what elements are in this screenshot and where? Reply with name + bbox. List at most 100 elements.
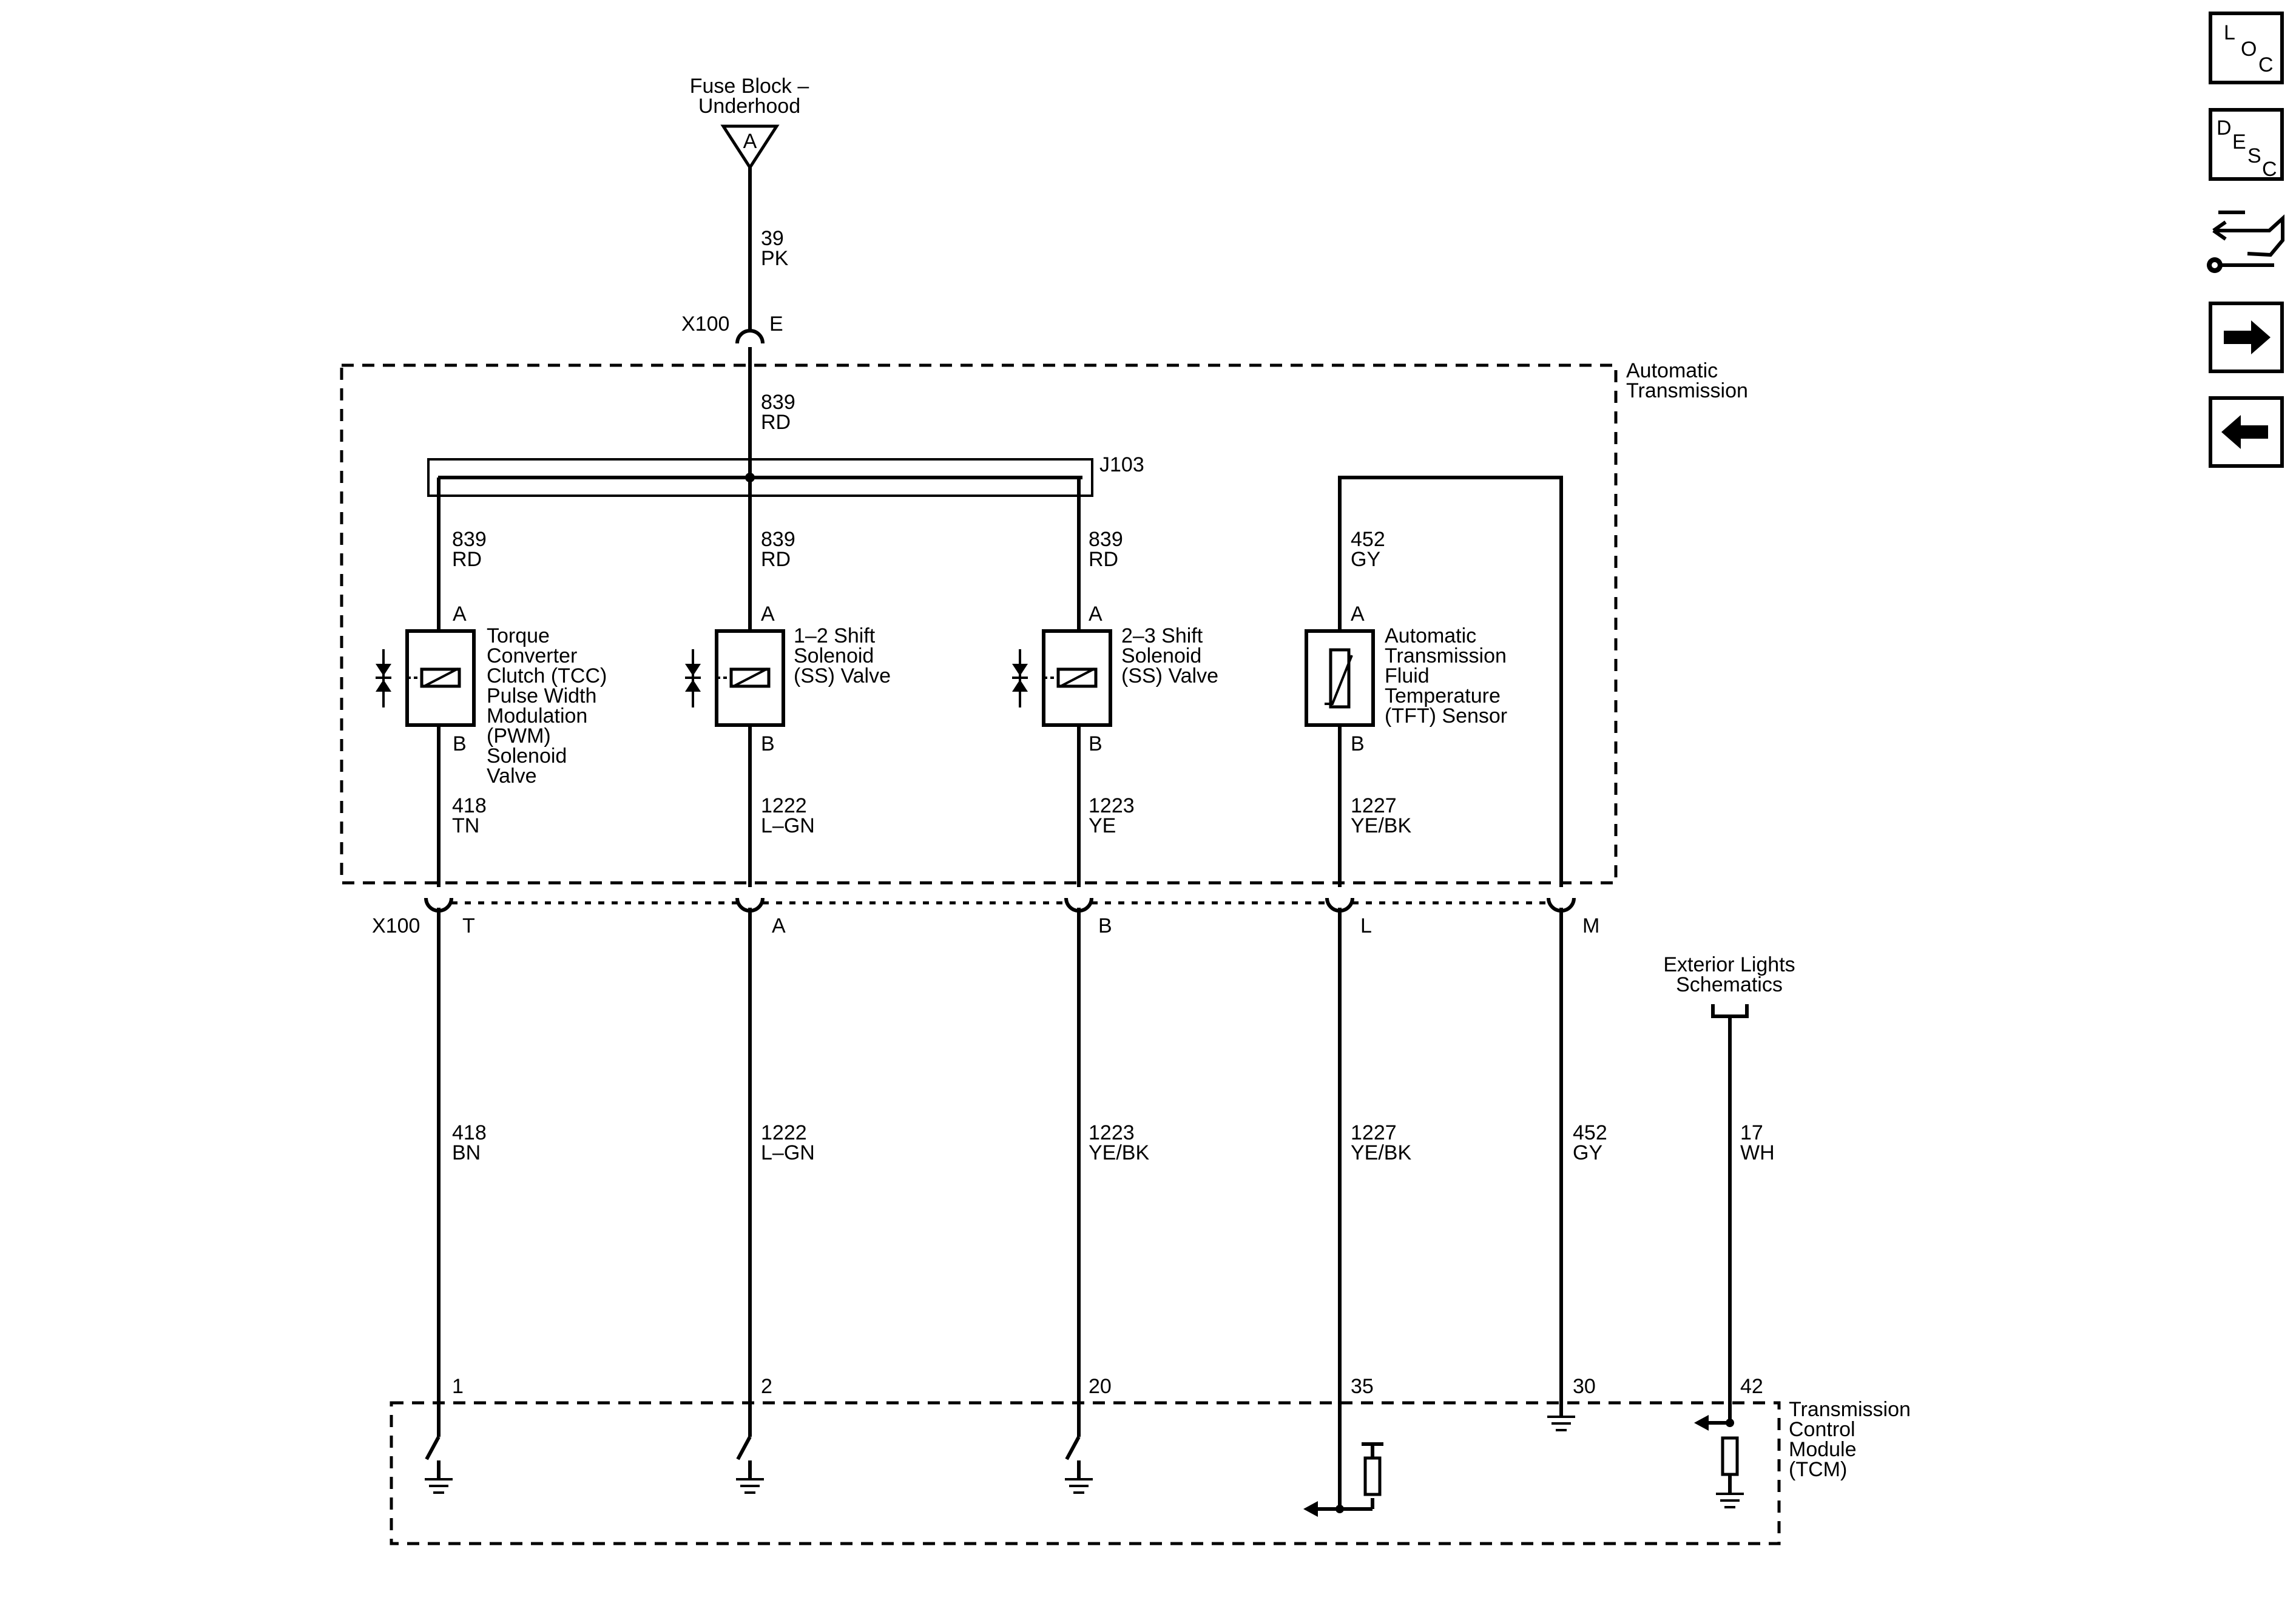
- loc-button[interactable]: L O C: [2209, 12, 2284, 84]
- desc-letter-c: C: [2262, 158, 2277, 181]
- x100-bottom-label: X100: [372, 914, 420, 937]
- tcm-pin-42: 42: [1740, 1375, 1763, 1398]
- ss23-pin-b: B: [1089, 732, 1102, 755]
- tcm-pin-1: 1: [452, 1375, 464, 1398]
- tcc-label-6: (PWM): [487, 724, 551, 748]
- shift-solenoid-1-2-valve: A B 1–2 Shift Solenoid (SS) Valve: [685, 603, 891, 755]
- branch-4-color: GY: [1351, 548, 1380, 571]
- tcm-pin-42-input: [1694, 1415, 1744, 1508]
- desc-button[interactable]: D E S C: [2209, 108, 2284, 181]
- bus-circuit: 839: [761, 391, 795, 414]
- shift-solenoid-2-3-valve: A B 2–3 Shift Solenoid (SS) Valve: [1012, 603, 1218, 755]
- loc-letter-l: L: [2224, 21, 2235, 44]
- ss23-label-3: (SS) Valve: [1121, 664, 1218, 687]
- harness-5-circuit: 452: [1573, 1121, 1607, 1144]
- branch-1-circuit: 839: [452, 528, 487, 551]
- branch-3-circuit: 839: [1089, 528, 1123, 551]
- branch-4-circuit: 452: [1351, 528, 1385, 551]
- tcm-label-line4: (TCM): [1789, 1458, 1847, 1481]
- ss23-pin-a: A: [1089, 603, 1102, 626]
- exterior-lights-schematics-link[interactable]: Exterior Lights Schematics: [1663, 953, 1795, 1018]
- tcm-low-side-driver-3: [1065, 1436, 1093, 1494]
- x100-pin-m: M: [1582, 914, 1599, 937]
- harness-6-color: WH: [1740, 1141, 1775, 1164]
- signal-arrow-icon: [1694, 1415, 1709, 1431]
- fuse-pin-label: A: [743, 130, 757, 153]
- branch-3-color: RD: [1089, 548, 1118, 571]
- x100-top-label: X100: [681, 312, 729, 336]
- tcc-pwm-solenoid-valve: A B Torque Converter Clutch (TCC) Pulse …: [376, 603, 607, 788]
- tcm-ground-30: [1547, 1416, 1575, 1431]
- harness-4-color: YE/BK: [1351, 1141, 1411, 1164]
- tft-label-4: Temperature: [1385, 684, 1501, 707]
- tcc-pin-b: B: [453, 732, 467, 755]
- tft-label-2: Transmission: [1385, 644, 1507, 667]
- splice-j103: J103: [427, 453, 1144, 497]
- int-wire-2-color: L–GN: [761, 814, 815, 837]
- harness-3-color: YE/BK: [1089, 1141, 1149, 1164]
- branch-2-circuit: 839: [761, 528, 795, 551]
- tcc-pin-a: A: [453, 603, 467, 626]
- tcm-pin-35: 35: [1351, 1375, 1374, 1398]
- trans-label-line1: Automatic: [1626, 359, 1718, 382]
- harness-6-circuit: 17: [1740, 1121, 1763, 1144]
- exterior-label-line2[interactable]: Schematics: [1676, 973, 1783, 996]
- harness-4-circuit: 1227: [1351, 1121, 1397, 1144]
- tcm-label-line1: Transmission: [1789, 1398, 1911, 1421]
- thermistor-icon: [1329, 648, 1351, 709]
- next-page-arrow-icon[interactable]: [2209, 302, 2284, 373]
- loc-letter-c: C: [2258, 53, 2274, 76]
- ss23-label-2: Solenoid: [1121, 644, 1201, 667]
- harness-1-circuit: 418: [452, 1121, 487, 1144]
- splice-j103-label: J103: [1099, 453, 1144, 476]
- tcc-label-8: Valve: [487, 765, 537, 788]
- x100-pin-t: T: [462, 914, 475, 937]
- bus-color: RD: [761, 411, 791, 434]
- x100-pin-l: L: [1360, 914, 1372, 937]
- tft-pin-a: A: [1351, 603, 1365, 626]
- tcm-pin-20: 20: [1089, 1375, 1112, 1398]
- ss23-label-1: 2–3 Shift: [1121, 624, 1203, 647]
- x100-connector-e: X100 E: [681, 312, 783, 344]
- int-wire-3-circuit: 1223: [1089, 794, 1135, 817]
- tft-label-3: Fluid: [1385, 664, 1430, 687]
- int-wire-2-circuit: 1222: [761, 794, 807, 817]
- tcc-label-1: Torque: [487, 624, 550, 647]
- desc-letter-d: D: [2217, 116, 2232, 140]
- connector-pinout-icon[interactable]: [2207, 211, 2284, 273]
- int-wire-4-circuit: 1227: [1351, 794, 1397, 817]
- desc-letter-e: E: [2232, 130, 2246, 154]
- harness-1-color: BN: [452, 1141, 481, 1164]
- x100-connector-bottom: X100 T A B L M: [372, 897, 1599, 937]
- branch-1-color: RD: [452, 548, 482, 571]
- tcm-low-side-driver-1: [425, 1436, 453, 1494]
- tcc-label-5: Modulation: [487, 704, 587, 727]
- ss12-label-2: Solenoid: [794, 644, 874, 667]
- exterior-label-line1[interactable]: Exterior Lights: [1663, 953, 1795, 976]
- fuse-block-label-line1: Fuse Block –: [690, 75, 809, 98]
- tft-loop-wire: [1338, 476, 1563, 887]
- harness-2-color: L–GN: [761, 1141, 815, 1164]
- pullup-resistor-icon: [1363, 1456, 1382, 1496]
- ss12-pin-b: B: [761, 732, 775, 755]
- branch-2-color: RD: [761, 548, 791, 571]
- ss12-label-1: 1–2 Shift: [794, 624, 876, 647]
- tcc-label-2: Converter: [487, 644, 577, 667]
- trans-label-line2: Transmission: [1626, 379, 1748, 402]
- wire-39-circuit: 39: [761, 227, 784, 250]
- tft-label-1: Automatic: [1385, 624, 1476, 647]
- tcm-label-line3: Module: [1789, 1438, 1857, 1461]
- previous-page-arrow-icon[interactable]: [2209, 396, 2284, 468]
- x100-pin-a: A: [772, 914, 786, 937]
- ss12-pin-a: A: [761, 603, 775, 626]
- tcm-pin-2: 2: [761, 1375, 772, 1398]
- tcc-label-4: Pulse Width: [487, 684, 596, 707]
- fuse-block-underhood: Fuse Block – Underhood A: [690, 75, 809, 170]
- x100-pin-b: B: [1098, 914, 1112, 937]
- tcm-low-side-driver-2: [736, 1436, 764, 1494]
- int-wire-1-color: TN: [452, 814, 479, 837]
- int-wire-4-color: YE/BK: [1351, 814, 1411, 837]
- tft-sensor: A B Automatic Transmission Fluid Tempera…: [1305, 603, 1507, 755]
- harness-5-color: GY: [1573, 1141, 1602, 1164]
